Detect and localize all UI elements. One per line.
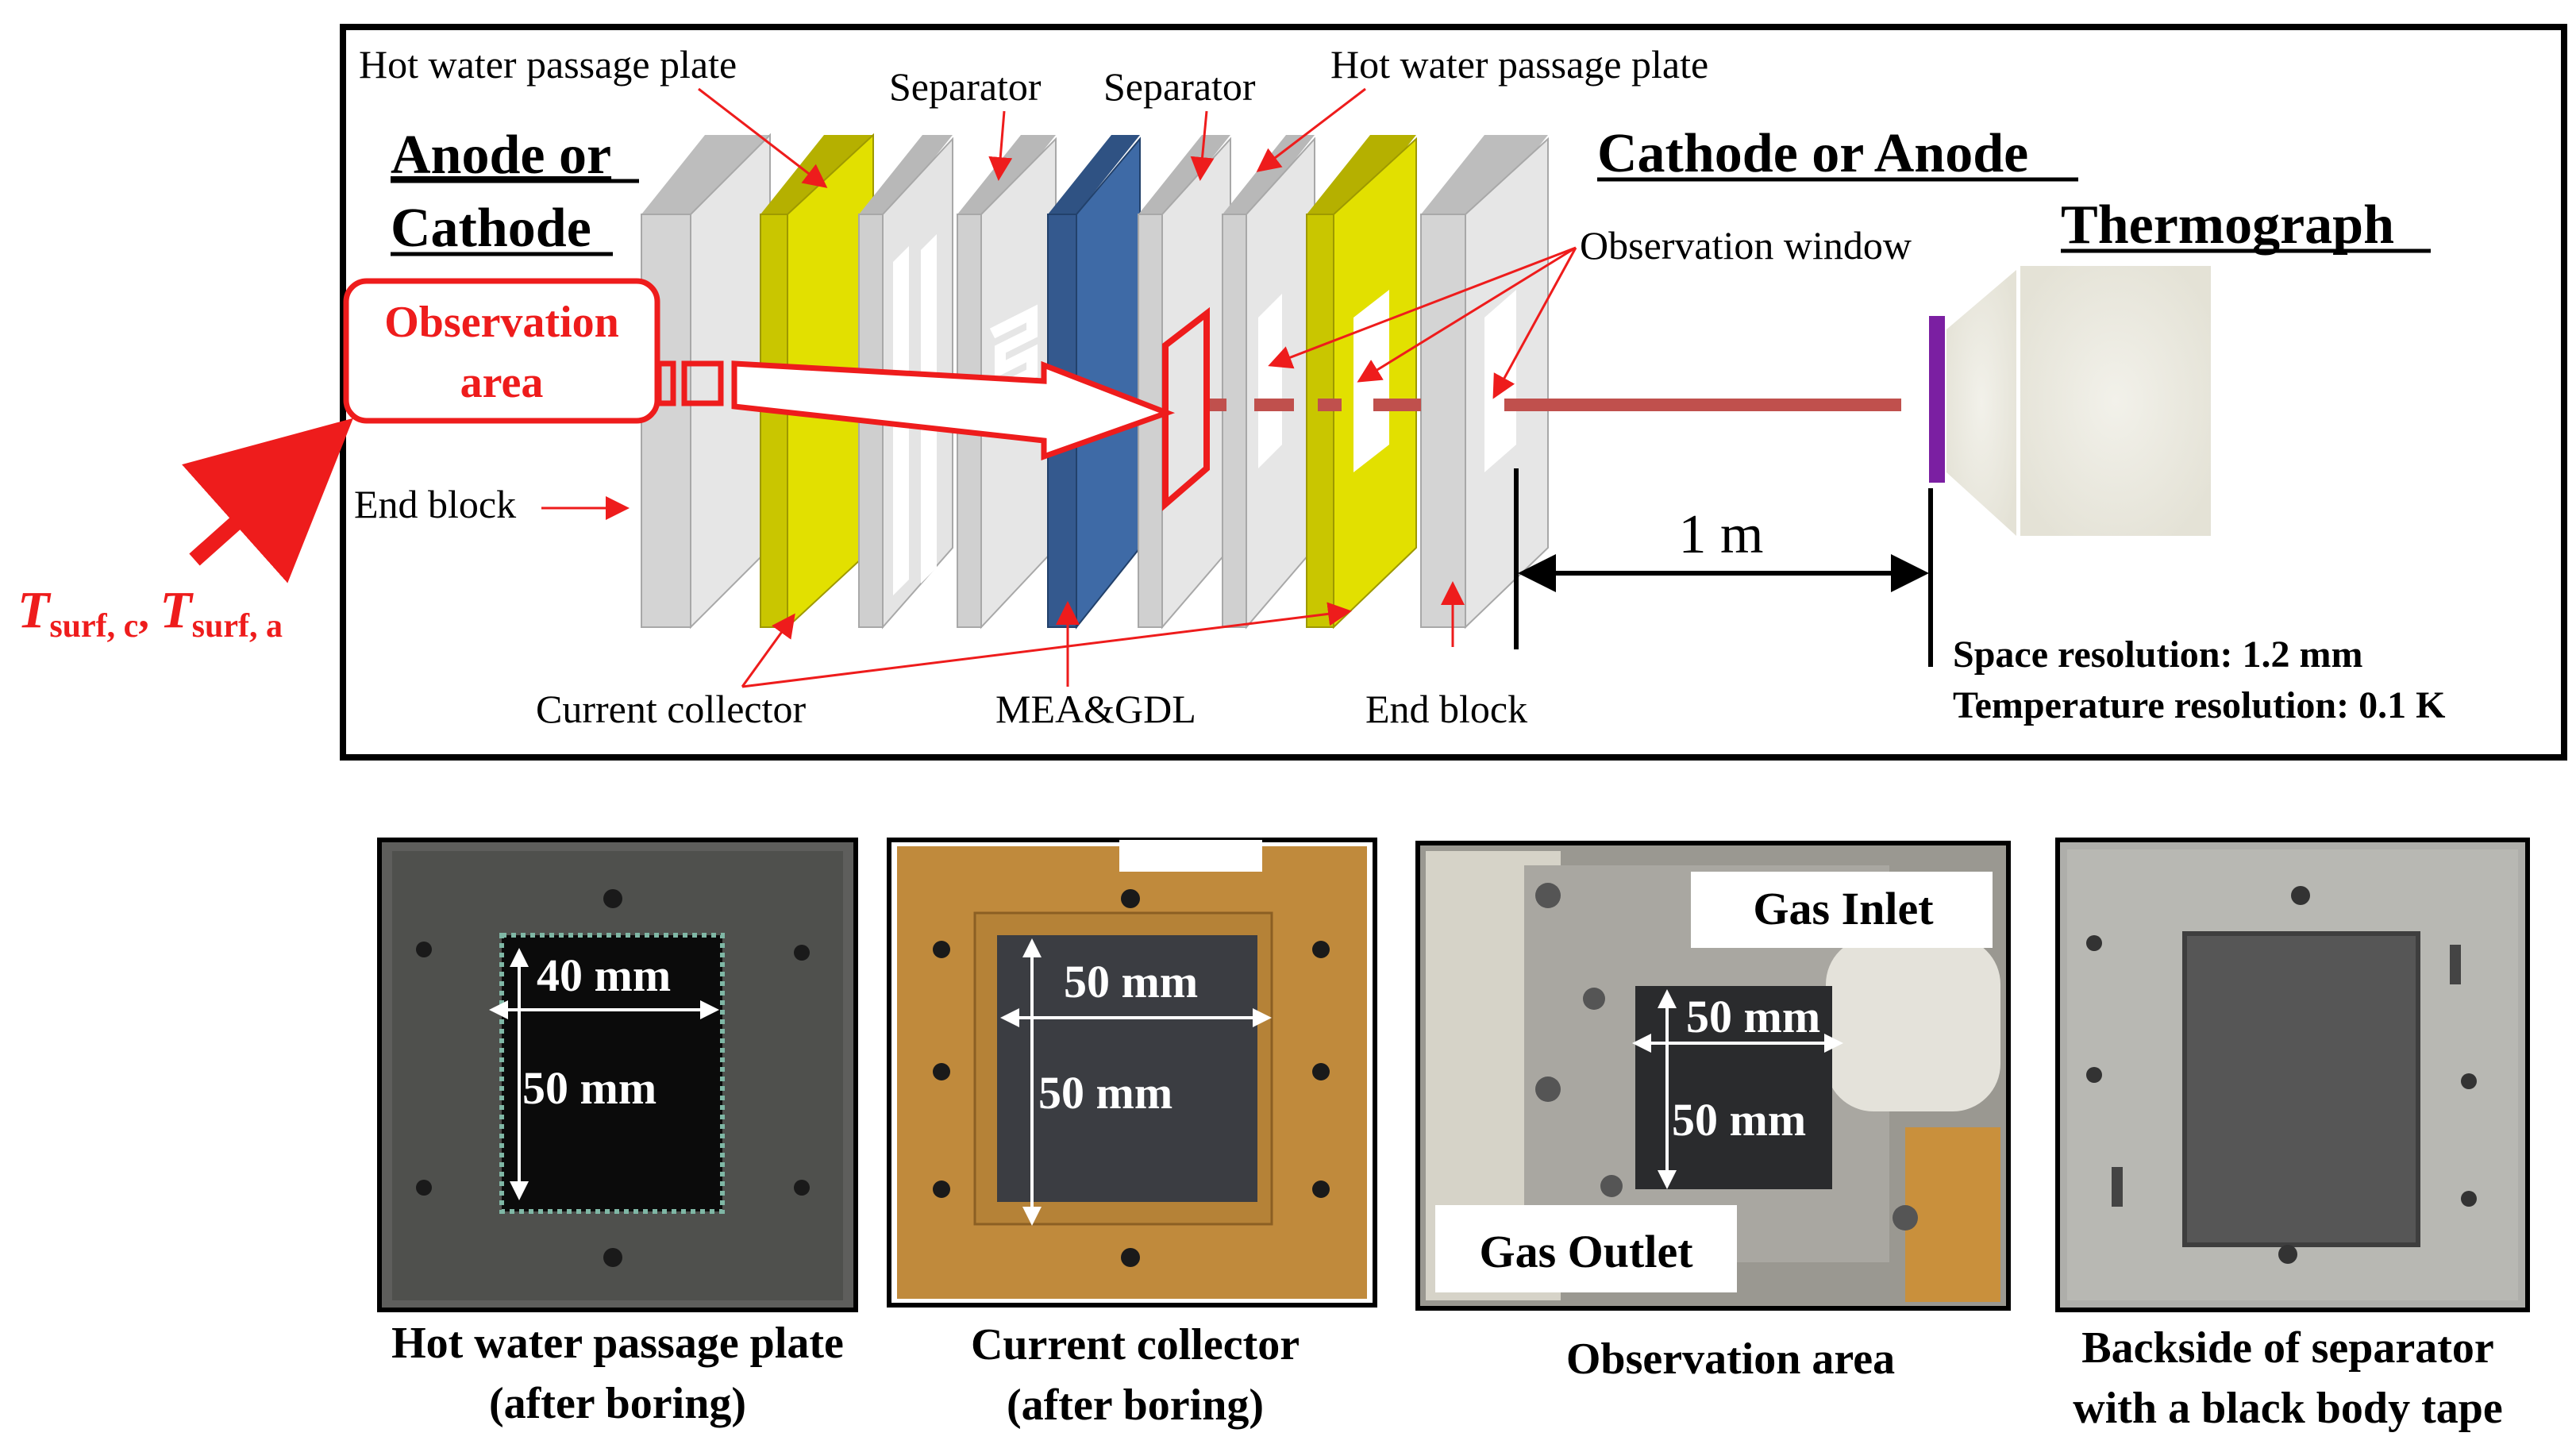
hot-water-plate-height-label: 50 mm [522, 1062, 657, 1114]
observation-area-height-label: 50 mm [1672, 1094, 1806, 1146]
backside-separator-caption-line2: with a black body tape [2073, 1384, 2502, 1433]
temperature-resolution-label: Temperature resolution: 0.1 K [1953, 684, 2445, 726]
gas-outlet-label: Gas Outlet [1479, 1226, 1693, 1277]
separator-center-right [1138, 135, 1231, 630]
observation-area-caption: Observation area [1566, 1335, 1895, 1384]
observation-area-box [343, 278, 660, 424]
thermograph-camera [1929, 266, 2211, 536]
backside-separator-caption-line1: Backside of separator [2081, 1323, 2494, 1373]
observation-window-pointer-3 [1492, 247, 1577, 399]
observation-window-pointer-1 [1268, 246, 1577, 369]
current-collector-pointer-2 [741, 602, 1352, 688]
backside-separator-photo [2055, 838, 2530, 1312]
hot-water-plate-caption-line1: Hot water passage plate [391, 1319, 844, 1368]
observation-area-photo [1415, 841, 2011, 1311]
observation-area-label-line1: Observation [384, 298, 619, 347]
hot-water-plate-left-pointer [698, 87, 828, 188]
distance-indicator [1514, 468, 1933, 667]
separator-right-pointer [1190, 110, 1215, 181]
observation-window-label: Observation window [1580, 223, 1912, 268]
hot-water-plate-right-pointer [1256, 87, 1366, 172]
current-collector-width-label: 50 mm [1064, 956, 1198, 1007]
cathode-or-anode-label: Cathode or Anode [1597, 123, 2028, 184]
thermograph-lens [1929, 316, 1945, 483]
end-block-right [1420, 135, 1549, 630]
current-collector-height-label: 50 mm [1038, 1067, 1172, 1119]
hot-water-plate-left-label: Hot water passage plate [359, 42, 737, 87]
separator-left-pointer [988, 110, 1013, 181]
thermograph-lens-cone [1946, 270, 2016, 536]
current-collector-label: Current collector [536, 687, 806, 731]
distance-label: 1 m [1679, 504, 1764, 565]
current-collector-caption-line1: Current collector [971, 1320, 1300, 1369]
separator-right-window [1222, 135, 1315, 630]
mea-gdl-label: MEA&GDL [995, 687, 1196, 731]
gas-inlet-label: Gas Inlet [1753, 883, 1934, 934]
hot-water-plate-caption-line2: (after boring) [489, 1379, 746, 1428]
current-collector-caption-line2: (after boring) [1007, 1381, 1264, 1430]
thermograph-body [2020, 266, 2211, 536]
anode-or-cathode-label-line2: Cathode [391, 198, 591, 259]
current-collector-photo [887, 838, 1377, 1308]
separator-left-label: Separator [889, 64, 1042, 109]
surface-temp-arrow [182, 418, 353, 583]
observation-area-width-label: 50 mm [1686, 991, 1820, 1042]
hot-water-plate-width-label: 40 mm [537, 949, 671, 1001]
observation-zoom-arrow [656, 306, 1210, 511]
hot-water-passage-plate-photo [377, 838, 858, 1312]
surface-temperature-label: Tsurf, c, Tsurf, a [17, 581, 283, 645]
end-block-right-label: End block [1365, 687, 1527, 731]
observation-window-pointer-2 [1357, 246, 1577, 383]
hot-water-plate-right [1306, 135, 1417, 630]
space-resolution-label: Space resolution: 1.2 mm [1953, 634, 2362, 676]
thermograph-label: Thermograph [2061, 194, 2394, 256]
current-collector-pointer-1 [741, 613, 795, 687]
anode-or-cathode-label-line1: Anode or [391, 125, 611, 186]
observation-area-label-line2: area [460, 358, 544, 407]
separator-right-label: Separator [1103, 64, 1256, 109]
end-block-left-label: End block [354, 482, 516, 526]
hot-water-plate-right-label: Hot water passage plate [1330, 42, 1708, 87]
